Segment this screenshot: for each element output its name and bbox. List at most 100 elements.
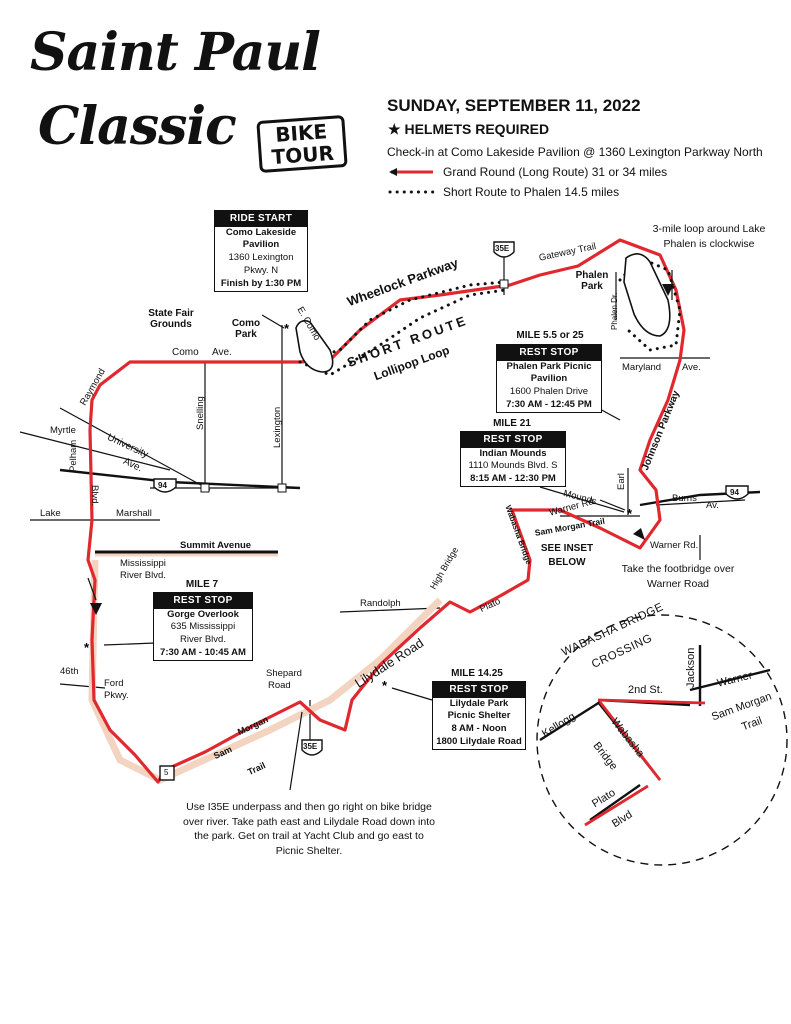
- event-date: SUNDAY, SEPTEMBER 11, 2022: [387, 96, 641, 115]
- lilydale-stop-name2: Picnic Shelter: [447, 710, 511, 722]
- lilydale-stop-bar: REST STOP: [433, 682, 525, 698]
- logo-title-line1: Saint Paul: [30, 22, 321, 83]
- ride-start-addr2: Pkwy. N: [243, 264, 279, 276]
- ride-start-time: Finish by 1:30 PM: [220, 277, 302, 289]
- shield-5-label: 5: [164, 768, 169, 777]
- label-phalen-dr: Phalen Dr.: [610, 292, 619, 330]
- label-como-ave-suffix: Ave.: [212, 347, 232, 358]
- legend-long-line: [389, 168, 433, 176]
- label-state-fair: State Fair Grounds: [148, 308, 194, 330]
- label-burns-av: Av.: [706, 500, 719, 511]
- gorge-stop-bar: REST STOP: [154, 593, 252, 609]
- legend-short-text: Short Route to Phalen 14.5 miles: [443, 185, 620, 199]
- lake-phalen: [623, 253, 671, 337]
- ride-start-box: RIDE START Como Lakeside Pavilion 1360 L…: [214, 210, 308, 292]
- mounds-stop-box: REST STOP Indian Mounds 1110 Mounds Blvd…: [460, 431, 566, 487]
- helmets-text: HELMETS REQUIRED: [404, 121, 550, 137]
- label-mississippi: Mississippi: [120, 558, 166, 569]
- legend-long: Grand Round (Long Route) 31 or 34 miles: [387, 165, 787, 179]
- gorge-stop-addr1: 635 Mississippi: [170, 621, 236, 633]
- lilydale-mile: MILE 14.25: [451, 668, 503, 679]
- label-como-ave: Como: [172, 347, 199, 358]
- label-phalen-park: Phalen Park: [575, 270, 609, 292]
- label-ford: Ford: [104, 678, 124, 689]
- label-como-park: Como Park: [231, 318, 261, 340]
- label-46th: 46th: [60, 666, 79, 677]
- underpass-note: Use I35E underpass and then go right on …: [183, 801, 435, 858]
- checkin-text: Check-in at Como Lakeside Pavilion @ 136…: [387, 145, 763, 159]
- phalen-stop-box: REST STOP Phalen Park Picnic Pavilion 16…: [496, 344, 602, 413]
- label-maryland: Maryland: [622, 362, 662, 373]
- lilydale-stop-box: REST STOP Lilydale Park Picnic Shelter 8…: [432, 681, 526, 750]
- gorge-stop-name: Gorge Overlook: [167, 608, 239, 620]
- label-pelham: Pelham: [68, 439, 79, 472]
- inset-jackson: Jackson: [685, 647, 697, 688]
- phalen-stop-time: 7:30 AM - 12:45 PM: [506, 398, 592, 410]
- label-ford-pkwy: Pkwy.: [104, 690, 129, 701]
- shield-94-left: [153, 478, 177, 493]
- label-summit: Summit Avenue: [180, 540, 252, 551]
- mounds-stop-time: 8:15 AM - 12:30 PM: [470, 473, 556, 485]
- shield-5: [159, 765, 175, 781]
- short-route: [298, 280, 507, 377]
- lilydale-stop-addr: 1800 Lilydale Road: [436, 735, 522, 747]
- shield-94-right-label: 94: [730, 488, 739, 497]
- shield-35e-bottom-label: 35E: [303, 742, 318, 751]
- shield-94-left-label: 94: [158, 481, 167, 490]
- phalen-stop-name2: Pavilion: [530, 373, 568, 385]
- label-lake: Lake: [40, 508, 61, 519]
- lilydale-stop-name1: Lilydale Park: [449, 697, 509, 709]
- svg-text:*: *: [284, 321, 290, 336]
- label-maryland-ave: Ave.: [682, 362, 701, 373]
- gorge-stop-box: REST STOP Gorge Overlook 635 Mississippi…: [153, 592, 253, 661]
- long-route: [86, 238, 686, 784]
- gorge-mile: MILE 7: [185, 579, 219, 590]
- inset-2nd-st: 2nd St.: [628, 684, 663, 696]
- route-arrows: [90, 284, 674, 615]
- mounds-stop-name: Indian Mounds: [479, 447, 547, 459]
- label-marshall: Marshall: [116, 508, 152, 519]
- river-trail-shade: [88, 559, 443, 784]
- inset-route: [584, 698, 706, 827]
- ride-start-name2: Pavilion: [242, 239, 280, 251]
- inset-circle: [536, 614, 788, 866]
- mounds-mile: MILE 21: [493, 418, 531, 429]
- phalen-mile: MILE 5.5 or 25: [516, 330, 584, 341]
- phalen-stop-bar: REST STOP: [497, 345, 601, 361]
- phalen-loop-note: 3-mile loop around Lake Phalen is clockw…: [652, 223, 766, 250]
- label-randolph: Randolph: [360, 598, 401, 609]
- inset-ref-note: SEE INSET BELOW: [540, 543, 594, 568]
- label-warner-rd-2: Warner Rd.: [650, 540, 699, 551]
- shield-35e-top-label: 35E: [495, 244, 510, 253]
- label-earl: Earl: [616, 473, 627, 490]
- gorge-stop-addr2: River Blvd.: [180, 634, 226, 646]
- label-pelham-blvd: Blvd.: [89, 485, 100, 507]
- svg-text:*: *: [382, 678, 388, 693]
- footbridge-note: Take the footbridge over Warner Road: [621, 563, 735, 590]
- label-lexington: Lexington: [272, 406, 283, 448]
- star-icon: ★: [388, 121, 401, 137]
- inset-streets: [539, 645, 771, 821]
- ride-start-addr1: 1360 Lexington: [228, 252, 294, 264]
- streets: [19, 255, 746, 740]
- legend-short: Short Route to Phalen 14.5 miles: [387, 185, 787, 199]
- legend-short-line: [388, 190, 437, 194]
- como-lake: [295, 320, 334, 373]
- label-shepard-road: Road: [268, 680, 291, 691]
- logo-title-line2: Classic: [38, 96, 237, 157]
- ride-start-name1: Como Lakeside: [225, 226, 297, 238]
- lilydale-stop-time: 8 AM - Noon: [451, 723, 507, 735]
- mounds-stop-bar: REST STOP: [461, 432, 565, 448]
- phalen-stop-name1: Phalen Park Picnic: [506, 360, 592, 372]
- shield-94-right: [725, 485, 749, 500]
- label-snelling: Snelling: [195, 396, 206, 430]
- svg-text:*: *: [84, 640, 90, 655]
- ride-start-bar: RIDE START: [215, 211, 307, 227]
- legend-long-text: Grand Round (Long Route) 31 or 34 miles: [443, 165, 668, 179]
- mounds-stop-addr: 1110 Mounds Blvd. S: [468, 460, 558, 472]
- label-shepard: Shepard: [266, 668, 302, 679]
- shield-35e-bottom: [301, 739, 323, 756]
- phalen-stop-addr: 1600 Phalen Drive: [509, 386, 589, 398]
- helmets-line: ★ HELMETS REQUIRED: [388, 121, 549, 138]
